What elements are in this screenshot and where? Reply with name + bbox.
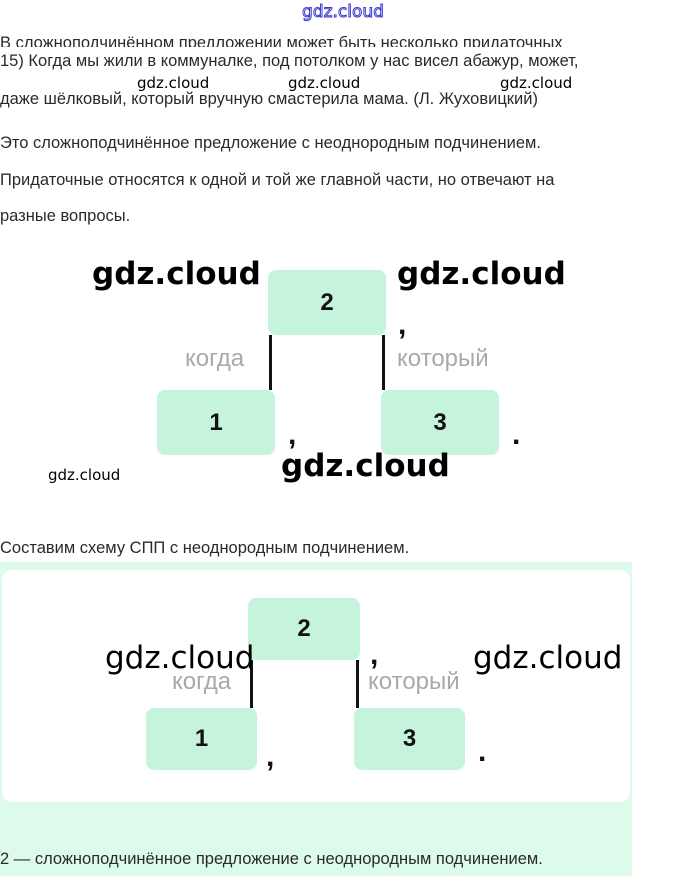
watermark: gdz.cloud [137,74,210,92]
connector-line [269,335,272,390]
watermark: gdz.cloud [500,74,573,92]
cut-intro-line: В сложноподчинённом предложении может бы… [0,36,640,47]
period: . [512,418,521,451]
watermark: gdz.cloud [288,74,361,92]
main-clause-box: 2 [248,598,360,660]
header-watermark: gdz.cloud [302,2,385,23]
conjunction-label: который [397,345,489,372]
comma: , [370,638,379,671]
sentence-line-2: даже шёлковый, который вручную смастерил… [0,90,538,108]
explanation-line-3: разные вопросы. [0,207,131,225]
conjunction-label: когда [172,668,232,695]
cut-intro-text: В сложноподчинённом предложении может бы… [0,36,563,47]
explanation-line-1: Это сложноподчинённое предложение с неод… [0,134,541,152]
comma: , [398,308,407,341]
conjunction-label: когда [185,345,245,372]
explanation-line-2: Придаточные относятся к одной и той же г… [0,171,555,189]
watermark: gdz.cloud [397,256,566,292]
main-clause-box: 2 [268,270,386,335]
clause-1-box: 1 [157,390,275,455]
watermark: gdz.cloud [92,256,261,292]
connector-line [382,335,385,390]
sentence-line-1: 15) Когда мы жили в коммуналке, под пото… [0,52,579,70]
watermark: gdz.cloud [473,640,623,676]
period: . [478,735,487,768]
comma: , [266,740,275,773]
clause-3-box: 3 [354,708,465,770]
watermark: gdz.cloud [48,466,121,484]
conjunction-label: который [368,668,460,695]
answer-text: 2 — сложноподчинённое предложение с неод… [0,850,543,868]
comma: , [288,418,297,451]
connector-line [356,660,359,708]
scheme-intro: Составим схему СПП с неоднородным подчин… [0,539,410,557]
watermark: gdz.cloud [281,448,450,484]
connector-line [250,660,253,708]
watermark: gdz.cloud [105,640,255,676]
clause-3-box: 3 [381,390,499,455]
clause-1-box: 1 [146,708,257,770]
